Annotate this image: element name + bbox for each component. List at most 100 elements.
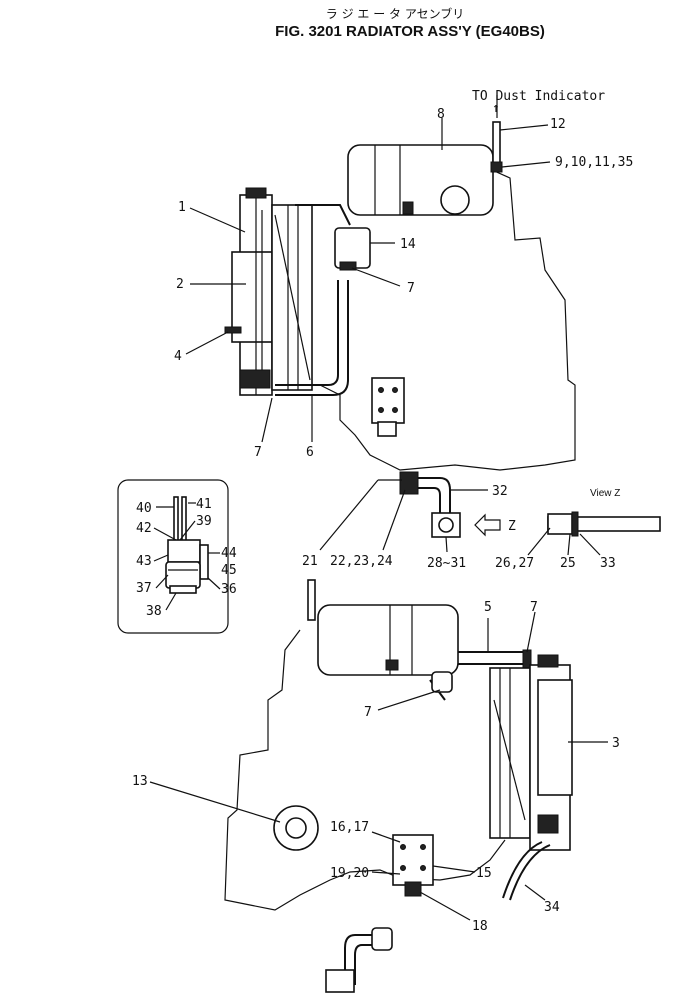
view-z-label: View Z [590, 488, 620, 499]
bottom-pipe-end [325, 969, 355, 993]
label-44: 44 [221, 546, 237, 561]
mount-bracket-lower [392, 834, 434, 886]
leader-39 [179, 520, 196, 541]
view-z-clamp [571, 511, 579, 537]
label-15: 15 [476, 866, 492, 881]
bracket-stem [377, 421, 397, 437]
air-cleaner-lower [317, 604, 459, 676]
leader-19 [371, 871, 401, 875]
inset-base [169, 585, 197, 594]
radiator-lower-fitting [537, 814, 559, 834]
bracket-lower-bolt [420, 865, 426, 871]
engine-mount-hole [285, 817, 307, 839]
radiator-tank-lower [537, 679, 573, 796]
outlet-elbow-fitting [431, 671, 453, 693]
overflow-hose-inner [502, 841, 543, 899]
bracket-bolt [378, 407, 384, 413]
label-14: 14 [400, 237, 416, 252]
leader-37 [155, 574, 169, 589]
leader-34 [524, 884, 546, 901]
label-4: 4 [174, 349, 182, 364]
label-5: 5 [484, 600, 492, 615]
leader-7b [351, 267, 401, 287]
label-7d: 7 [364, 705, 372, 720]
bracket-bolt [392, 387, 398, 393]
inset-rod [173, 496, 179, 543]
label-32: 32 [492, 484, 508, 499]
inset-body [167, 539, 201, 563]
bottom-pipe-fitting [371, 927, 393, 951]
bracket-bolt [392, 407, 398, 413]
label-26: 26,27 [495, 556, 534, 571]
leader-25 [567, 533, 571, 556]
upper-assembly [224, 121, 576, 471]
view-z-arrow [474, 513, 501, 537]
z-marker: Z [508, 519, 516, 534]
leader-36 [207, 577, 221, 590]
label-41: 41 [196, 497, 212, 512]
inset-frame [117, 479, 229, 634]
leader-lines [149, 95, 608, 921]
leader-43 [153, 554, 169, 562]
leader-9 [501, 161, 551, 168]
intake-hose [275, 280, 349, 396]
engine-outline-upper [319, 169, 576, 471]
dust-indicator-fitting [490, 161, 503, 173]
leader-15 [432, 865, 476, 873]
leader-28 [445, 536, 448, 553]
label-9: 9,10,11,35 [555, 155, 633, 170]
label-36: 36 [221, 582, 237, 597]
air-cleaner-outlet [440, 185, 470, 215]
lower-assembly [224, 579, 573, 993]
label-16: 16,17 [330, 820, 369, 835]
label-13: 13 [132, 774, 148, 789]
leader-13 [149, 781, 281, 823]
label-42: 42 [136, 521, 152, 536]
bracket-lower-bolt [400, 844, 406, 850]
inset-bowl [165, 561, 201, 589]
radiator-bottom-fitting [239, 369, 271, 389]
overflow-hose [509, 844, 551, 901]
bracket-lower-bolt [420, 844, 426, 850]
elbow-pipe-inner [402, 487, 441, 520]
dust-indicator-pipe-lower [307, 579, 316, 621]
title-japanese: ラ ジ エ ー タ アセンブリ [326, 6, 464, 21]
label-3: 3 [612, 736, 620, 751]
label-40: 40 [136, 501, 152, 516]
label-6: 6 [306, 445, 314, 460]
leader-7a [261, 397, 273, 443]
bottom-pipe [335, 934, 385, 979]
leader-1 [189, 207, 246, 233]
label-1: 1 [178, 200, 186, 215]
leader-21 [319, 479, 379, 551]
label-25: 25 [560, 556, 576, 571]
label-45: 45 [221, 563, 237, 578]
label-8: 8 [437, 107, 445, 122]
drain-plug [224, 326, 242, 334]
air-cleaner-upper [347, 144, 494, 216]
leader-16 [371, 831, 401, 843]
flange-hole [438, 517, 454, 533]
leader-7c [526, 611, 536, 653]
label-7b: 7 [407, 281, 415, 296]
label-43: 43 [136, 554, 152, 569]
leader-26 [527, 527, 551, 556]
label-37: 37 [136, 581, 152, 596]
leader-4 [185, 331, 229, 355]
center-detail [399, 471, 661, 538]
label-2: 2 [176, 277, 184, 292]
label-34: 34 [544, 900, 560, 915]
label-39: 39 [196, 514, 212, 529]
page-title: FIG. 3201 RADIATOR ASS'Y (EG40BS) [275, 23, 545, 40]
radiator-frame-diagonal [274, 214, 311, 381]
view-z-coupling [547, 513, 573, 535]
label-7c: 7 [530, 600, 538, 615]
intake-hose-inner [275, 280, 339, 386]
leader-18 [419, 891, 471, 921]
air-cleaner-lower-clamp [385, 659, 399, 671]
label-18: 18 [472, 919, 488, 934]
leader-33 [579, 533, 601, 556]
bracket-lower-stem [404, 881, 422, 897]
